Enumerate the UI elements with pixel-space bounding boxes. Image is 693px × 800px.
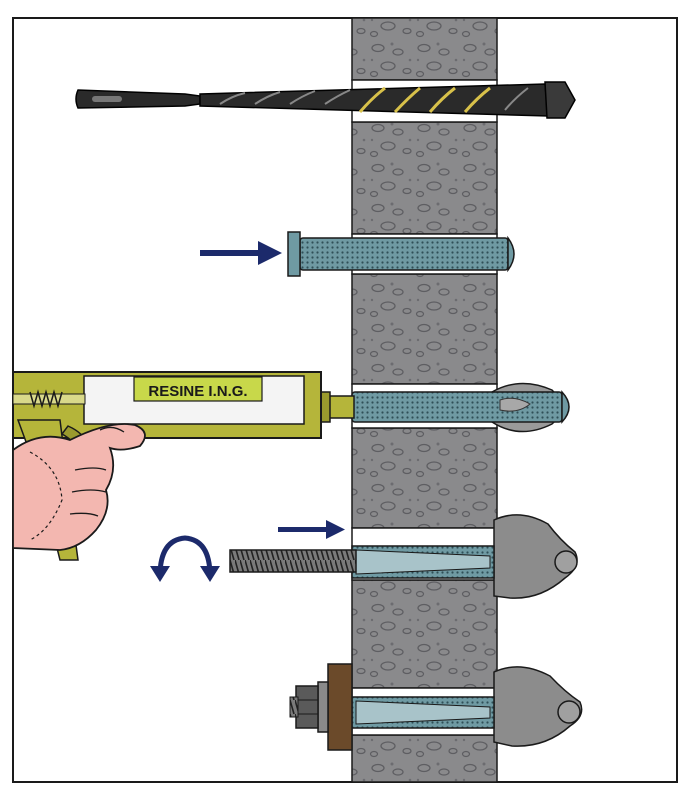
gun-spring: [29, 389, 63, 409]
resin-bulge-5-end: [557, 700, 581, 724]
step-rod-insert: [150, 514, 578, 599]
mesh-sleeve-1-collar: [287, 231, 301, 277]
wall-segment-3: [351, 273, 498, 385]
threaded-rod-3: [229, 549, 357, 573]
mesh-sleeve-1: [299, 237, 509, 271]
drill-bit-tip: [544, 81, 576, 119]
nozzle: [327, 395, 355, 419]
masonry-wall: [351, 17, 498, 783]
hand-thumb: [29, 451, 63, 541]
cartridge-label: RESINE I.N.G.: [148, 383, 247, 400]
mesh-sleeve-2: [351, 391, 563, 423]
arrow-right-icon: [278, 520, 345, 539]
wall-segment-1: [351, 17, 498, 81]
step-drilling: [75, 79, 576, 123]
mesh-sleeve-1-tip: [507, 235, 515, 273]
fixture-plate: [327, 663, 353, 751]
wall-segment-2: [351, 121, 498, 235]
wall-segment-4: [351, 427, 498, 529]
rod-cone-4: [355, 700, 491, 725]
rotate-icon: [150, 535, 220, 582]
drill-bit-spiral-outside: [219, 87, 529, 111]
wall-segment-5: [351, 579, 498, 689]
resin-overflow: [499, 397, 531, 412]
resin-bulge-5: [493, 666, 583, 747]
hex-nut: [295, 685, 319, 729]
step-sleeve-insert: [200, 231, 515, 277]
step-resin-injection: RESINE I.N.G.: [12, 371, 570, 561]
threaded-rod-end: [289, 696, 299, 718]
washer: [317, 681, 329, 733]
drill-bit-spiral: [358, 86, 491, 114]
hand: [12, 423, 146, 551]
mesh-sleeve-2-tip: [561, 390, 570, 424]
drill-bit-shank-groove: [92, 96, 122, 102]
step-tightening: [289, 663, 583, 751]
arrow-right-icon: [200, 241, 282, 265]
wall-segment-6: [351, 734, 498, 783]
resin-bulge-4: [493, 514, 578, 599]
resin-bulge-4-end: [554, 550, 578, 574]
hand-fingers: [69, 426, 125, 517]
cartridge-label-panel: [133, 376, 263, 402]
